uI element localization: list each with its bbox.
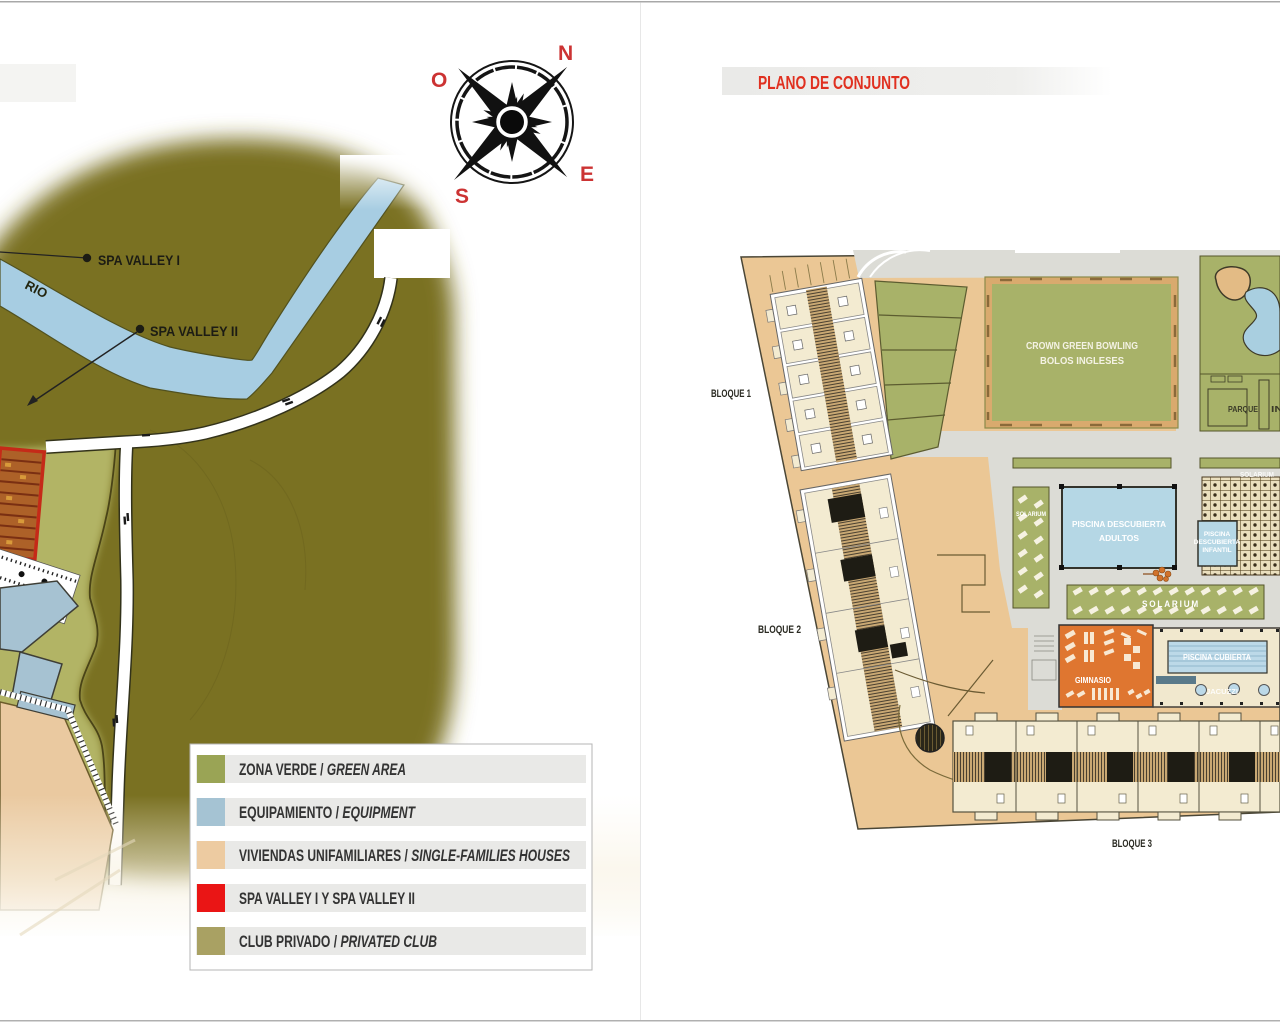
svg-text:CLUB PRIVADO / PRIVATED CLUB: CLUB PRIVADO / PRIVATED CLUB [239,932,437,951]
svg-text:EQUIPAMIENTO / EQUIPMENT: EQUIPAMIENTO / EQUIPMENT [239,803,416,822]
svg-text:BOLOS INGLESES: BOLOS INGLESES [1040,356,1124,367]
svg-text:PLANO DE CONJUNTO: PLANO DE CONJUNTO [758,73,910,93]
svg-text:SOLARIUM: SOLARIUM [1142,599,1200,609]
svg-text:BLOQUE 3: BLOQUE 3 [1112,838,1152,850]
svg-text:INFANTIL: INFANTIL [1202,547,1231,554]
svg-text:SPA VALLEY I: SPA VALLEY I [98,252,180,268]
svg-text:O: O [431,69,447,92]
svg-text:SOLARIUM: SOLARIUM [1016,512,1046,518]
svg-text:BLOQUE 2: BLOQUE 2 [758,624,801,636]
svg-text:DESCUBIERTA: DESCUBIERTA [1194,539,1241,546]
svg-text:SPA VALLEY II: SPA VALLEY II [150,323,238,339]
svg-text:JACUZZI: JACUZZI [1206,689,1238,696]
svg-text:BLOQUE 1: BLOQUE 1 [711,388,751,400]
svg-text:E: E [580,163,594,186]
svg-text:S: S [455,185,469,208]
svg-text:ADULTOS: ADULTOS [1099,534,1140,543]
svg-text:SPA VALLEY I Y SPA VALLEY II: SPA VALLEY I Y SPA VALLEY II [239,889,415,908]
svg-text:VIVIENDAS UNIFAMILIARES / SING: VIVIENDAS UNIFAMILIARES / SINGLE-FAMILIE… [239,846,570,865]
svg-text:N: N [558,42,573,65]
svg-text:IN: IN [1271,405,1280,414]
svg-text:CROWN GREEN BOWLING: CROWN GREEN BOWLING [1026,341,1138,352]
svg-text:GIMNASIO: GIMNASIO [1075,676,1111,685]
svg-text:PISCINA: PISCINA [1204,531,1231,538]
svg-text:PISCINA DESCUBIERTA: PISCINA DESCUBIERTA [1072,520,1166,529]
svg-text:PISCINA CUBIERTA: PISCINA CUBIERTA [1183,653,1251,662]
svg-text:ZONA VERDE / GREEN AREA: ZONA VERDE / GREEN AREA [239,760,406,779]
svg-text:PARQUE: PARQUE [1228,405,1259,414]
svg-text:SOLARIUM: SOLARIUM [1240,472,1274,479]
